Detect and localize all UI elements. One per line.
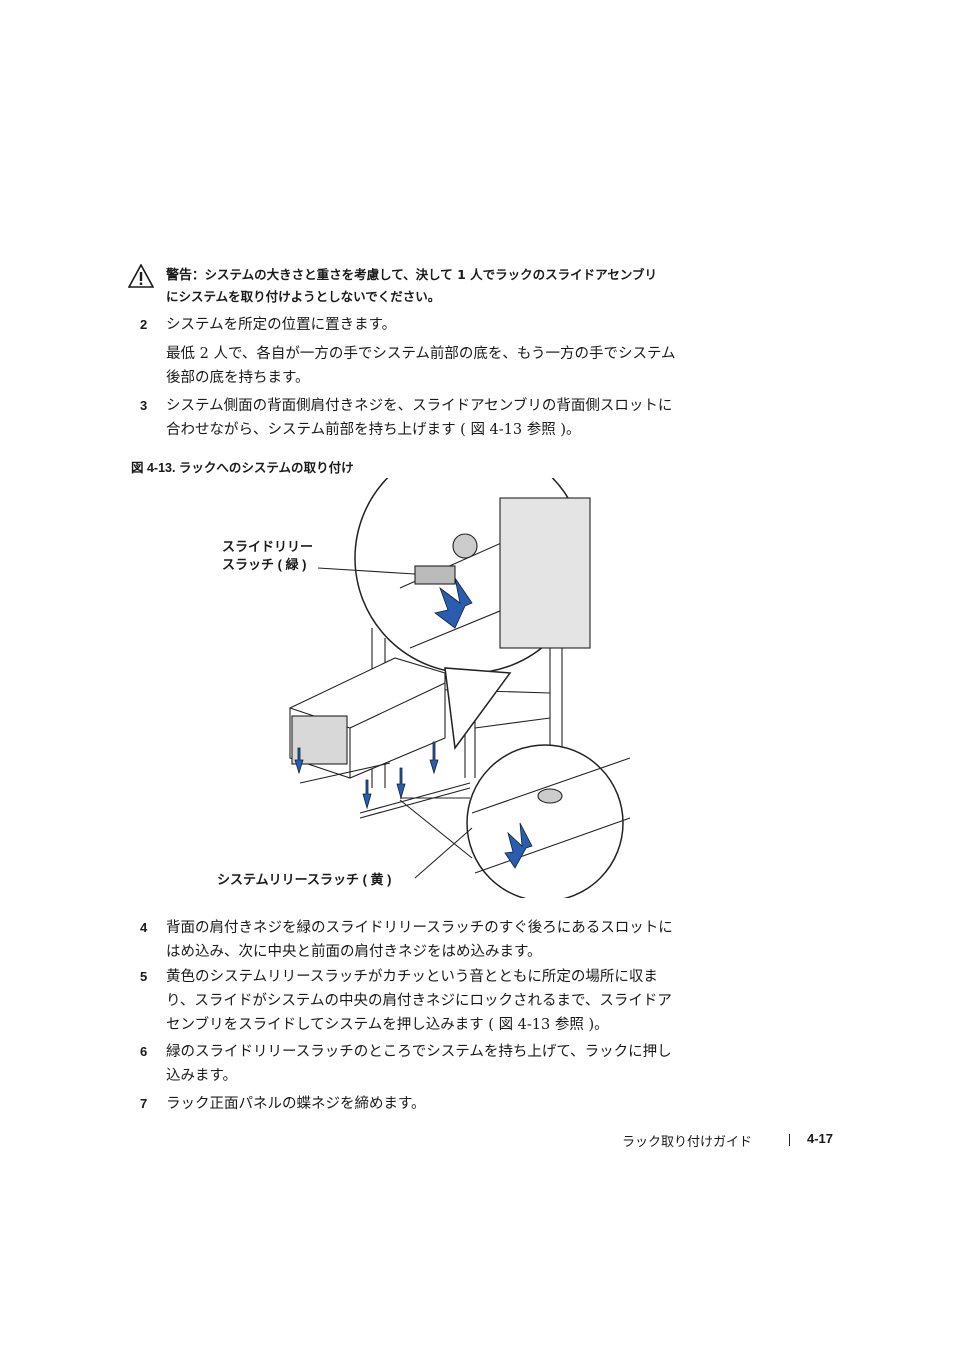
step-number: 6 [140, 1044, 148, 1059]
warning-icon [128, 264, 154, 288]
page-number: 4-17 [807, 1131, 834, 1146]
footer-separator [789, 1134, 790, 1146]
callout-line-1: スライドリリー [222, 539, 314, 554]
rack-installation-illustration [289, 478, 631, 898]
warning-line-1: ：システムの大きさと重さを考慮して、決して 1 人でラックのスライドアセンブリ [192, 267, 658, 282]
step-line: システム側面の背面側肩付きネジを、スライドアセンブリの背面側スロットに [166, 398, 673, 414]
warning-label: 警告 [166, 268, 193, 283]
step-line: 緑のスライドリリースラッチのところでシステムを持ち上げて、ラックに押し [166, 1044, 672, 1060]
step-number: 2 [140, 317, 148, 332]
step-line: はめ込み、次に中央と前面の肩付きネジをはめ込みます。 [166, 944, 542, 960]
step-number: 7 [140, 1096, 148, 1111]
step-text: 背面の肩付きネジを緑のスライドリリースラッチのすぐ後ろにあるスロットに はめ込み… [166, 916, 740, 964]
note-line-1: 最低 2 人で、各自が一方の手でシステム前部の底を、もう一方の手でシステム [166, 346, 676, 362]
callout-line-2: スラッチ ( 緑 ) [222, 557, 307, 572]
footer-title: ラック取り付けガイド [622, 1135, 753, 1150]
step-text: ラック正面パネルの蝶ネジを締めます。 [166, 1096, 426, 1112]
step-text: システムを所定の位置に置きます。 [166, 317, 397, 333]
step-line: センブリをスライドしてシステムを押し込みます ( 図 4-13 参照 )。 [166, 1017, 609, 1033]
step-line: 黄色のシステムリリースラッチがカチッという音とともに所定の場所に収ま [166, 969, 658, 985]
step-text: システム側面の背面側肩付きネジを、スライドアセンブリの背面側スロットに 合わせな… [166, 394, 740, 442]
step-line: 背面の肩付きネジを緑のスライドリリースラッチのすぐ後ろにあるスロットに [166, 920, 673, 936]
step-number: 3 [140, 398, 148, 413]
step-number: 4 [140, 920, 148, 935]
step-number: 5 [140, 969, 148, 984]
step-2-note: 最低 2 人で、各自が一方の手でシステム前部の底を、もう一方の手でシステム 後部… [166, 342, 740, 390]
step-line: 合わせながら、システム前部を持ち上げます ( 図 4-13 参照 )。 [166, 422, 581, 438]
note-line-2: 後部の底を持ちます。 [166, 370, 310, 386]
callout-slide-release-latch: スライドリリー スラッチ ( 緑 ) [222, 538, 313, 574]
warning-line-2: にシステムを取り付けようとしないでください。 [166, 289, 441, 304]
warning-text: 警告：システムの大きさと重さを考慮して、決して 1 人でラックのスライドアセンブ… [166, 264, 746, 307]
figure-caption: 図 4-13. ラックへのシステムの取り付け [131, 461, 354, 475]
step-line: り、スライドがシステムの中央の肩付きネジにロックされるまで、スライドア [166, 993, 672, 1009]
step-text: 緑のスライドリリースラッチのところでシステムを持ち上げて、ラックに押し 込みます… [166, 1040, 740, 1088]
step-text: 黄色のシステムリリースラッチがカチッという音とともに所定の場所に収ま り、スライ… [166, 965, 740, 1037]
callout-system-release-latch: システムリリースラッチ ( 黄 ) [217, 872, 392, 887]
step-line: 込みます。 [166, 1068, 238, 1084]
